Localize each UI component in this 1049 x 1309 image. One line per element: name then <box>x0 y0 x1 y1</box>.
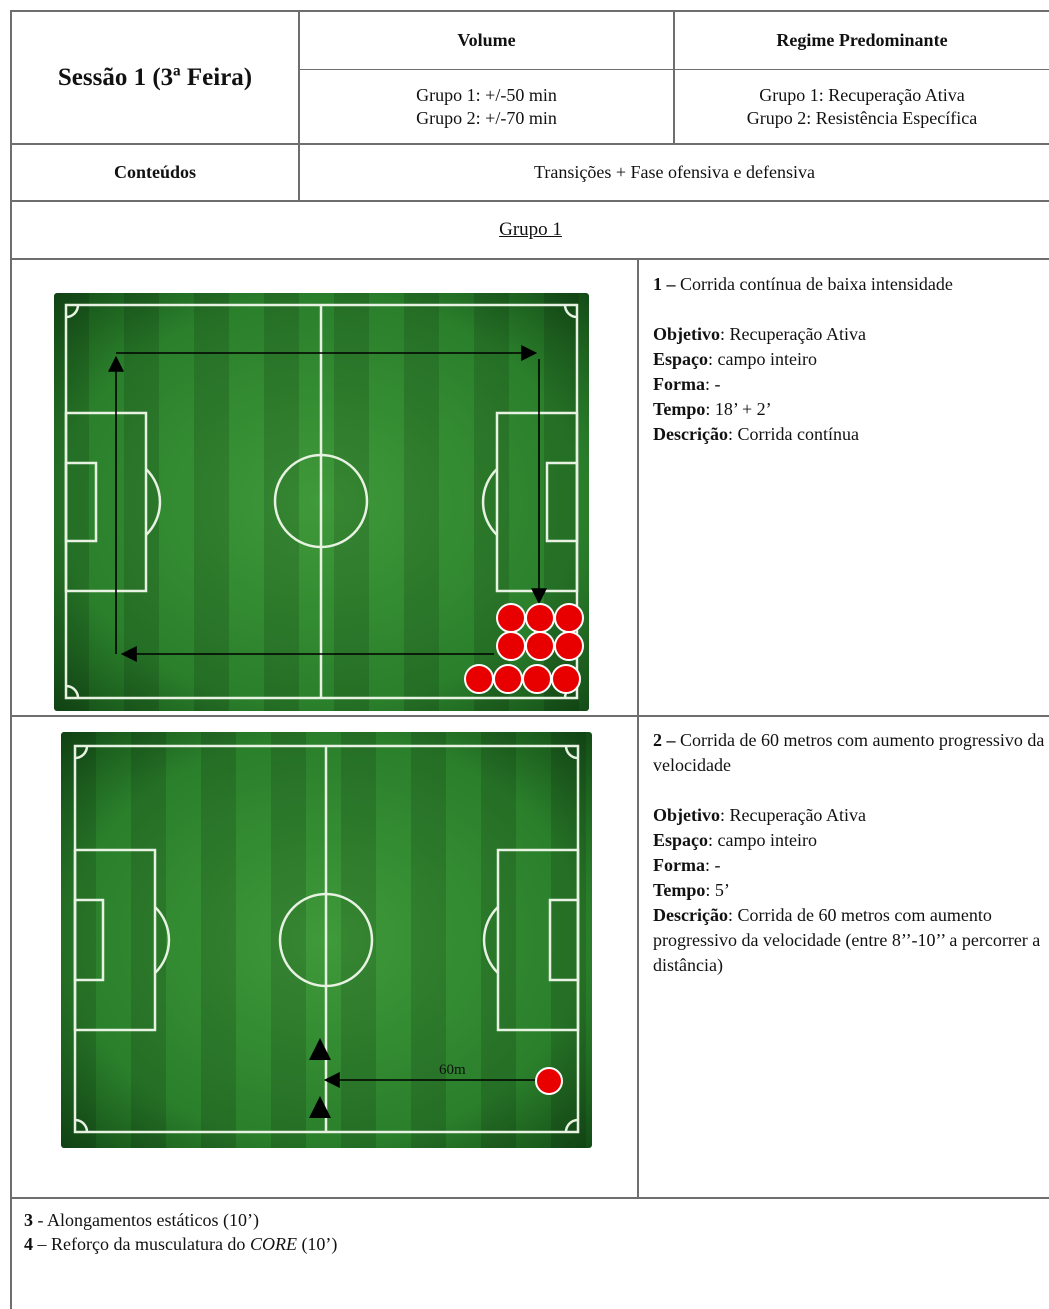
exercise1-description-text: : Corrida contínua <box>727 424 859 444</box>
session-title: Sessão 1 (3ª Feira) <box>57 63 253 91</box>
exercise-col-line <box>637 259 639 1199</box>
exercise2-number: 2 <box>653 730 662 750</box>
session-notes: 3 - Alongamentos estáticos (10’) 4 – Ref… <box>24 1208 337 1256</box>
exercise2-form-label: Forma <box>653 855 705 875</box>
exercise2-description-label: Descrição <box>653 905 728 925</box>
exercise1-player <box>525 603 555 633</box>
exercise2-pitch-svg: 60m <box>61 732 592 1148</box>
exercise2-cone-top <box>309 1038 331 1060</box>
group-bottom-line <box>10 258 1049 260</box>
exercise1-number: 1 <box>653 274 662 294</box>
exercise1-space: : campo inteiro <box>708 349 817 369</box>
exercise2-objective-label: Objetivo <box>653 805 720 825</box>
exercise2-description: 2 – Corrida de 60 metros com aumento pro… <box>653 730 1045 975</box>
note-core: 4 – Reforço da musculatura do CORE (10’) <box>24 1232 337 1256</box>
exercise1-player <box>493 664 523 694</box>
exercise2-cone-bottom <box>309 1096 331 1118</box>
exercise2-space-label: Espaço <box>653 830 709 850</box>
exercise1-space-label: Espaço <box>653 349 709 369</box>
note4-text-before: – Reforço da musculatura do <box>33 1234 250 1254</box>
exercise1-player <box>554 631 584 661</box>
volume-values: Grupo 1: +/-50 min Grupo 2: +/-70 min <box>300 70 673 143</box>
note-stretching: 3 - Alongamentos estáticos (10’) <box>24 1208 337 1232</box>
row2-bottom-line <box>10 1197 1049 1199</box>
regime-group2: Grupo 2: Resistência Específica <box>746 107 978 128</box>
exercise1-player <box>464 664 494 694</box>
exercise1-player <box>496 631 526 661</box>
exercise1-player <box>522 664 552 694</box>
exercise1-description-label: Descrição <box>653 424 728 444</box>
exercise1-player <box>551 664 581 694</box>
exercise2-description-text: : Corrida de 60 metros com aumento progr… <box>653 905 1041 975</box>
contents-bottom-line <box>10 200 1049 202</box>
exercise1-players-group <box>464 603 584 694</box>
exercise1-form: : - <box>704 374 721 394</box>
regime-header: Regime Predominante <box>776 30 948 50</box>
exercise1-description: 1 – Corrida contínua de baixa intensidad… <box>653 274 953 444</box>
note3-text: - Alongamentos estáticos (10’) <box>33 1210 259 1230</box>
session-plan-document: Sessão 1 (3ª Feira) Volume Regime Predom… <box>10 10 1049 1309</box>
exercise1-pitch-diagram <box>54 293 589 711</box>
exercise1-time-label: Tempo <box>653 399 706 419</box>
contents-value: Transições + Fase ofensiva e defensiva <box>534 162 815 182</box>
table-border-left <box>10 10 12 1309</box>
exercise2-time: : 5’ <box>705 880 730 900</box>
exercise1-title: Corrida contínua de baixa intensidade <box>680 274 953 294</box>
group-title: Grupo 1 <box>499 219 562 240</box>
header-col1-line <box>298 10 300 202</box>
exercise1-objective: : Recuperação Ativa <box>720 324 866 344</box>
row1-bottom-line <box>10 715 1049 717</box>
note4-emphasis: CORE <box>249 1234 297 1254</box>
exercise1-player <box>554 603 584 633</box>
table-border-top <box>10 10 1049 12</box>
exercise2-objective: : Recuperação Ativa <box>720 805 866 825</box>
regime-values: Grupo 1: Recuperação Ativa Grupo 2: Resi… <box>675 70 1049 143</box>
exercise1-pitch-svg <box>54 293 589 711</box>
note3-number: 3 <box>24 1210 33 1230</box>
exercise2-title: Corrida de 60 metros com aumento progres… <box>653 730 1045 775</box>
exercise1-player <box>496 603 526 633</box>
exercise1-form-label: Forma <box>653 374 705 394</box>
exercise2-distance-label: 60m <box>439 1062 466 1078</box>
volume-group1: Grupo 1: +/-50 min <box>416 84 557 105</box>
header-bottom-line <box>10 143 1049 145</box>
exercise2-space: : campo inteiro <box>708 830 817 850</box>
note4-text-after: (10’) <box>296 1234 338 1254</box>
exercise1-player <box>525 631 555 661</box>
exercise2-pitch-diagram: 60m <box>61 732 592 1148</box>
exercise1-objective-label: Objetivo <box>653 324 720 344</box>
exercise2-player <box>535 1067 563 1095</box>
volume-header: Volume <box>457 30 516 50</box>
regime-group1: Grupo 1: Recuperação Ativa <box>759 84 965 105</box>
exercise2-form: : - <box>704 855 721 875</box>
contents-label: Conteúdos <box>113 162 197 182</box>
volume-group2: Grupo 2: +/-70 min <box>416 107 557 128</box>
note4-number: 4 <box>24 1234 33 1254</box>
exercise2-time-label: Tempo <box>653 880 706 900</box>
header-col2-line <box>673 10 675 144</box>
exercise1-time: : 18’ + 2’ <box>705 399 772 419</box>
